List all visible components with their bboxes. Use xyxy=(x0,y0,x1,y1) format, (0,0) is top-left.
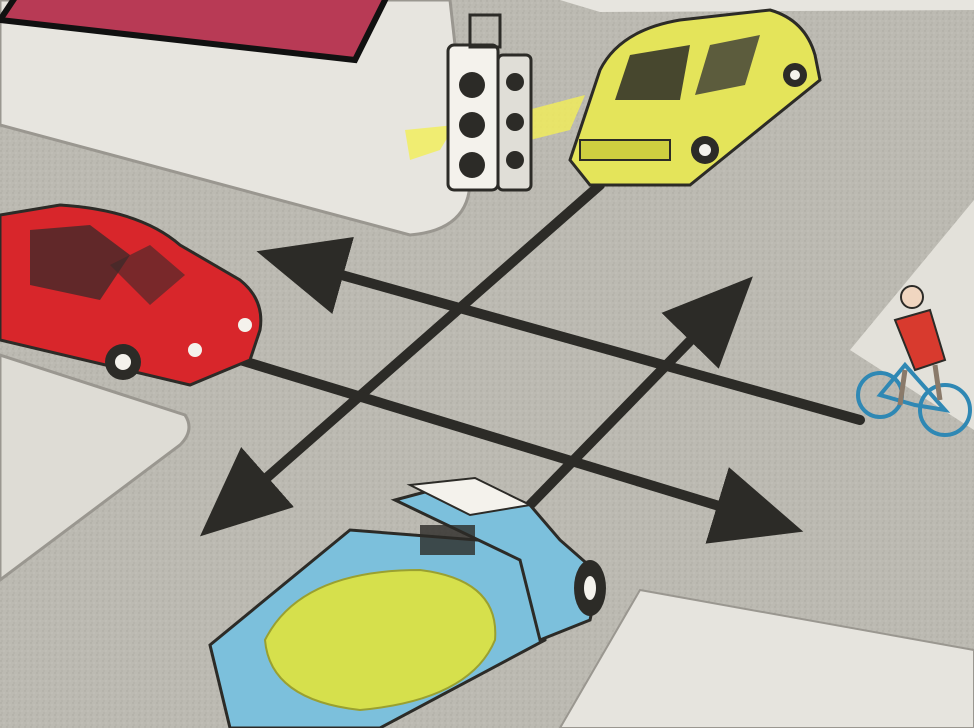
intersection-illustration xyxy=(0,0,974,728)
